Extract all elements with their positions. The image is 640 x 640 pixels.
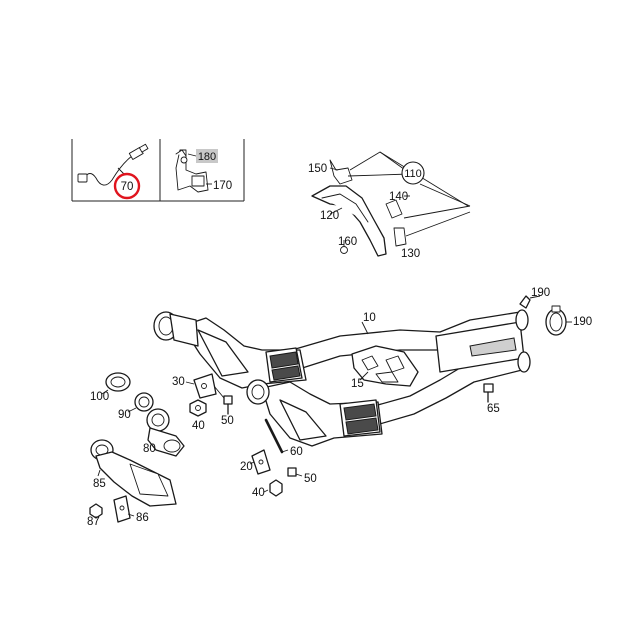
- gasket-90-drawing: [127, 392, 154, 413]
- label-70: 70: [121, 181, 134, 193]
- nut-40-lower-drawing: [263, 479, 283, 497]
- highlight-circle: [113, 172, 141, 200]
- label-40-upper[interactable]: 40: [192, 420, 205, 432]
- label-20[interactable]: 20: [240, 461, 253, 473]
- nut-40-drawing: [189, 399, 207, 417]
- label-87[interactable]: 87: [87, 516, 100, 528]
- part-110-callout[interactable]: 110: [401, 161, 425, 185]
- bolt-50-upper-drawing: [223, 395, 233, 415]
- label-85[interactable]: 85: [93, 478, 106, 490]
- clamp-100-drawing: [101, 372, 131, 395]
- label-30[interactable]: 30: [172, 376, 185, 388]
- label-86[interactable]: 86: [136, 512, 149, 524]
- label-120[interactable]: 120: [320, 210, 339, 222]
- label-160[interactable]: 160: [338, 236, 357, 248]
- label-90[interactable]: 90: [118, 409, 131, 421]
- label-100[interactable]: 100: [90, 391, 109, 403]
- exhaust-pipe-assembly-drawing: [153, 309, 531, 447]
- heat-shield-bracket-drawing: [311, 159, 407, 257]
- label-140[interactable]: 140: [389, 191, 408, 203]
- nut-87-drawing: [89, 503, 103, 519]
- inset-frame: [71, 139, 245, 202]
- clamp-190-drawing: [519, 295, 572, 336]
- label-40-lower[interactable]: 40: [252, 487, 265, 499]
- label-50-lower[interactable]: 50: [304, 473, 317, 485]
- label-15[interactable]: 15: [351, 378, 364, 390]
- label-170[interactable]: 170: [213, 180, 232, 192]
- flange-80-drawing: [146, 408, 185, 457]
- label-180-background: [196, 149, 218, 163]
- bolt-50-lower-drawing: [287, 467, 303, 477]
- bracket-86-drawing: [113, 495, 135, 523]
- label-110: 110: [404, 168, 422, 180]
- bracket-leaders: [329, 151, 471, 237]
- stud-60-drawing: [264, 418, 289, 454]
- part-70-callout[interactable]: 70: [113, 172, 141, 200]
- label-65[interactable]: 65: [487, 403, 500, 415]
- bracket-20-drawing: [249, 449, 271, 475]
- bracket-170-drawing: [175, 149, 212, 193]
- label-60[interactable]: 60: [290, 446, 303, 458]
- label-130[interactable]: 130: [401, 248, 420, 260]
- label-80[interactable]: 80: [143, 443, 156, 455]
- label-180: 180: [198, 151, 216, 163]
- bracket-30-drawing: [185, 373, 217, 399]
- label-190-right[interactable]: 190: [573, 316, 592, 328]
- part-180-callout[interactable]: 180: [196, 149, 218, 163]
- label-50-upper[interactable]: 50: [221, 415, 234, 427]
- catalytic-converter-85-drawing: [90, 439, 177, 507]
- label-190-top[interactable]: 190: [531, 287, 550, 299]
- oxygen-sensor-drawing: [77, 143, 149, 186]
- label-150[interactable]: 150: [308, 163, 327, 175]
- bolt-65-drawing: [483, 383, 494, 403]
- label-10[interactable]: 10: [363, 312, 376, 324]
